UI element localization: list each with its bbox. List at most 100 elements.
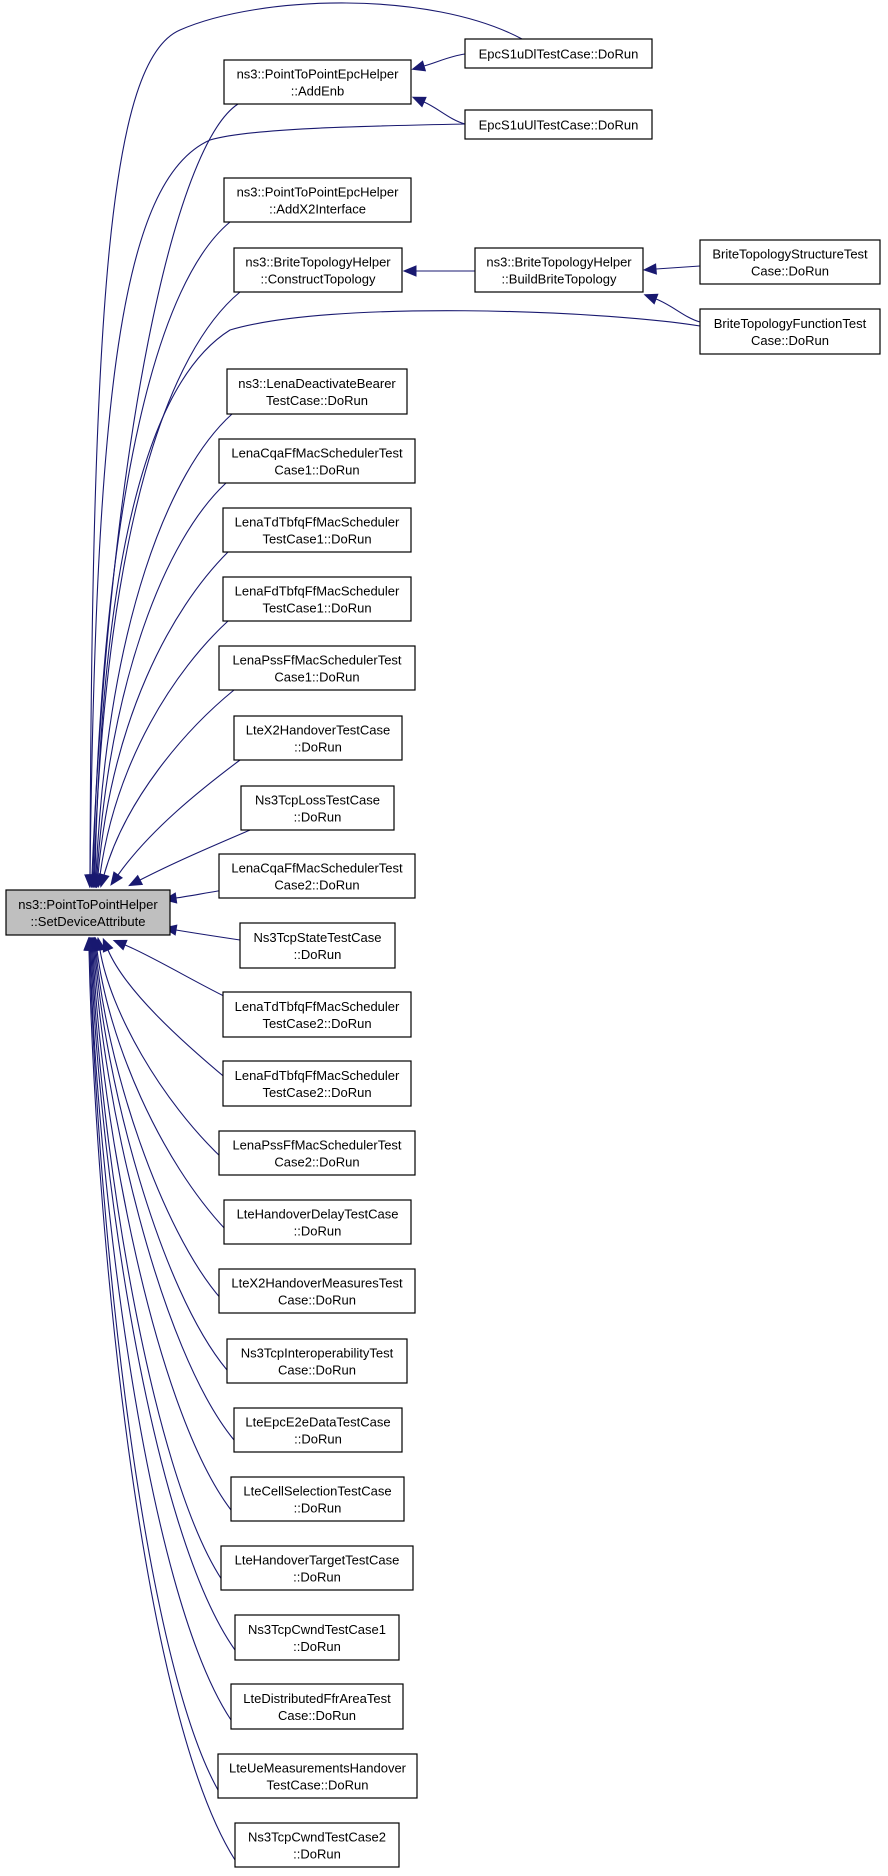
edge-line — [89, 949, 232, 1721]
node-label-line: Case::DoRun — [278, 1363, 356, 1378]
edge-line — [175, 929, 241, 941]
node-box[interactable] — [222, 1060, 412, 1107]
node-label-line: LteDistributedFfrAreaTest — [243, 1691, 391, 1706]
node-cwnd2[interactable]: Ns3TcpCwndTestCase2::DoRun — [234, 1822, 400, 1868]
node-label-line: LteUeMeasurementsHandover — [229, 1761, 407, 1776]
node-box[interactable] — [5, 889, 171, 936]
node-box[interactable] — [217, 1753, 418, 1799]
edge-fdtbfq1-to-root — [94, 620, 229, 889]
edge-epcUl-to-root — [84, 123, 466, 889]
edge-pss2-to-root — [94, 936, 225, 1161]
node-addX2[interactable]: ns3::PointToPointEpcHelper::AddX2Interfa… — [223, 177, 412, 223]
node-label-line: LenaTdTbfqFfMacScheduler — [235, 515, 400, 530]
node-box[interactable] — [222, 991, 412, 1038]
node-epcDl[interactable]: EpcS1uDlTestCase::DoRun — [464, 38, 653, 69]
node-box[interactable] — [239, 922, 396, 969]
node-hoTarget[interactable]: LteHandoverTargetTestCase::DoRun — [220, 1545, 414, 1591]
node-root[interactable]: ns3::PointToPointHelper::SetDeviceAttrib… — [5, 889, 171, 936]
node-box[interactable] — [699, 239, 881, 285]
node-box[interactable] — [474, 247, 644, 293]
node-box[interactable] — [464, 38, 653, 69]
node-label-line: ::DoRun — [294, 1432, 342, 1447]
node-label-line: ::AddEnb — [291, 84, 345, 99]
node-box[interactable] — [220, 1545, 414, 1591]
node-box[interactable] — [234, 1822, 400, 1868]
node-addEnb[interactable]: ns3::PointToPointEpcHelper::AddEnb — [223, 59, 412, 105]
edge-line — [90, 949, 236, 1651]
node-construct[interactable]: ns3::BriteTopologyHelper::ConstructTopol… — [233, 247, 403, 293]
edge-x2ho-to-root — [110, 759, 241, 886]
node-label-line: Case::DoRun — [278, 1708, 356, 1723]
arrowhead-icon — [411, 96, 427, 108]
node-box[interactable] — [234, 1614, 400, 1661]
node-box[interactable] — [464, 109, 653, 140]
node-box[interactable] — [223, 177, 412, 223]
node-box[interactable] — [226, 1338, 408, 1384]
node-tcpState[interactable]: Ns3TcpStateTestCase::DoRun — [239, 922, 396, 969]
node-box[interactable] — [218, 645, 416, 691]
edges-layer — [83, 2, 701, 1861]
edge-line — [92, 221, 231, 876]
node-label-line: ::AddX2Interface — [269, 202, 366, 217]
node-label-line: LteX2HandoverMeasuresTest — [231, 1276, 403, 1291]
edge-line — [124, 944, 233, 1001]
node-box[interactable] — [218, 1268, 416, 1314]
node-hoDelay[interactable]: LteHandoverDelayTestCase::DoRun — [223, 1199, 412, 1245]
node-label-line: LteX2HandoverTestCase — [246, 723, 391, 738]
edge-line — [103, 689, 235, 876]
node-label-line: BriteTopologyFunctionTest — [714, 316, 867, 331]
node-label-line: Ns3TcpCwndTestCase2 — [248, 1830, 386, 1845]
node-label-line: TestCase::DoRun — [266, 393, 368, 408]
node-box[interactable] — [223, 59, 412, 105]
node-epcUl[interactable]: EpcS1uUlTestCase::DoRun — [464, 109, 653, 140]
node-label-line: Case1::DoRun — [274, 463, 359, 478]
node-cwnd1[interactable]: Ns3TcpCwndTestCase1::DoRun — [234, 1614, 400, 1661]
edge-epcUl-to-addEnb — [411, 96, 466, 125]
arrowhead-icon — [112, 939, 128, 951]
node-box[interactable] — [233, 1407, 403, 1453]
node-label-line: Case::DoRun — [751, 264, 829, 279]
node-box[interactable] — [230, 1476, 405, 1522]
node-box[interactable] — [240, 785, 395, 831]
node-label-line: ::DoRun — [294, 1224, 342, 1239]
node-box[interactable] — [230, 1683, 404, 1730]
node-box[interactable] — [218, 1130, 416, 1176]
node-tcpLoss[interactable]: Ns3TcpLossTestCase::DoRun — [240, 785, 395, 831]
node-box[interactable] — [223, 1199, 412, 1245]
edge-tcpState-to-root — [162, 924, 241, 941]
edge-line — [423, 101, 466, 125]
arrowhead-icon — [642, 263, 657, 275]
node-cellSel[interactable]: LteCellSelectionTestCase::DoRun — [230, 1476, 405, 1522]
node-epcE2e[interactable]: LteEpcE2eDataTestCase::DoRun — [233, 1407, 403, 1453]
node-box[interactable] — [218, 438, 416, 484]
node-label-line: EpcS1uUlTestCase::DoRun — [479, 118, 639, 133]
edge-briteStruct-to-buildBrite — [642, 263, 701, 275]
node-box[interactable] — [233, 247, 403, 293]
node-box[interactable] — [222, 507, 412, 553]
node-box[interactable] — [226, 368, 408, 415]
node-box[interactable] — [699, 308, 881, 355]
node-buildBrite[interactable]: ns3::BriteTopologyHelper::BuildBriteTopo… — [474, 247, 644, 293]
edge-line — [139, 829, 251, 881]
node-label-line: Case::DoRun — [278, 1293, 356, 1308]
node-x2ho[interactable]: LteX2HandoverTestCase::DoRun — [233, 715, 403, 761]
node-box[interactable] — [218, 853, 416, 899]
node-box[interactable] — [222, 576, 412, 622]
node-box[interactable] — [233, 715, 403, 761]
edge-line — [92, 949, 232, 1511]
